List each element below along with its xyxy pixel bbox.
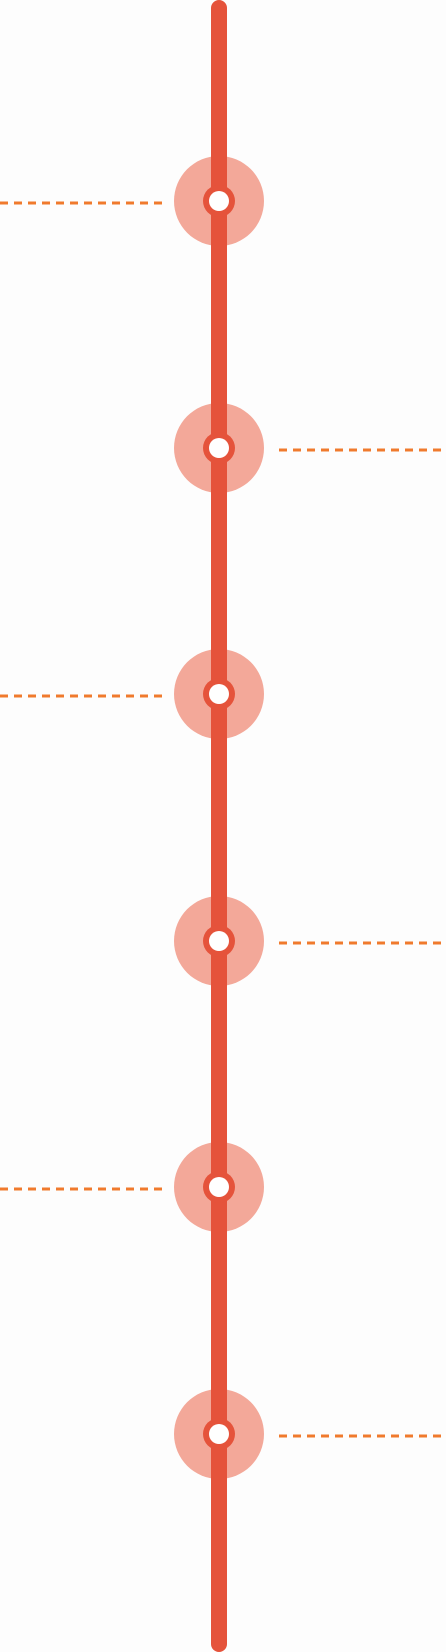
node-center bbox=[209, 438, 229, 458]
node-rings bbox=[203, 185, 235, 1450]
node-center bbox=[209, 1424, 229, 1444]
node-center bbox=[209, 684, 229, 704]
node-center bbox=[209, 191, 229, 211]
node-center bbox=[209, 931, 229, 951]
timeline-nodes bbox=[0, 185, 446, 1450]
node-center bbox=[209, 1177, 229, 1197]
